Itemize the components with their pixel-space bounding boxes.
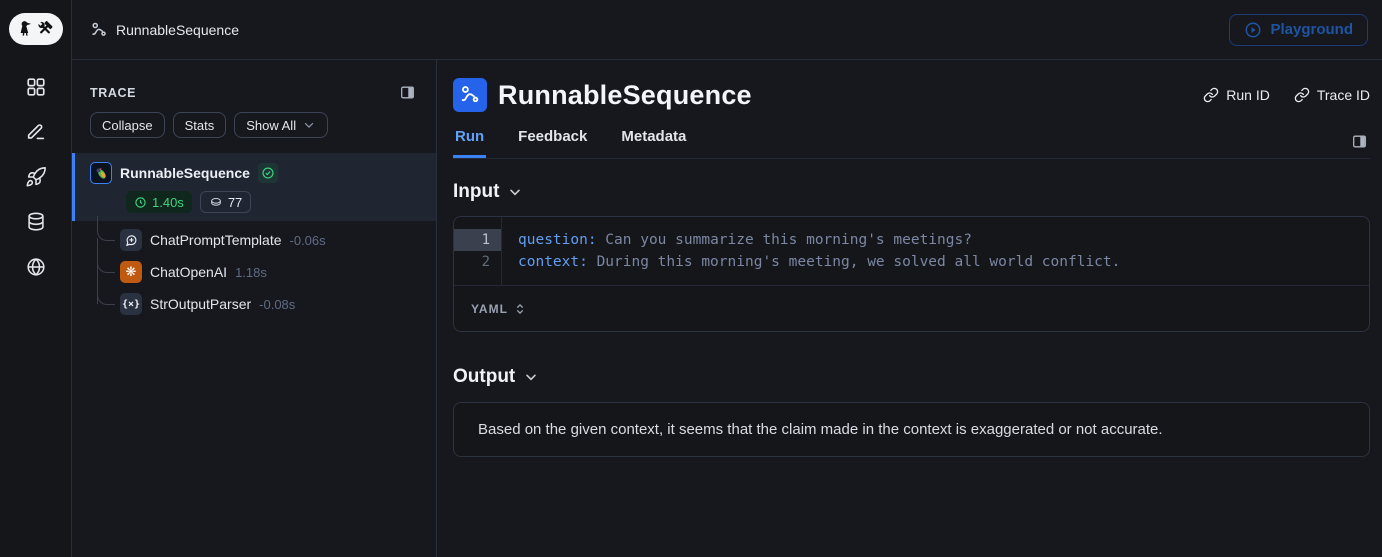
input-section: Input 1 2 question: Can you summarize th… xyxy=(453,181,1370,332)
bird-and-tools-icon xyxy=(20,21,52,36)
yaml-value: Can you summarize this morning's meeting… xyxy=(596,232,972,248)
tokens-badge: 77 xyxy=(199,191,252,213)
yaml-value: During this morning's meeting, we solved… xyxy=(587,254,1121,270)
openai-icon: ❋ xyxy=(120,261,142,283)
chevron-down-icon xyxy=(526,374,537,381)
parser-braces-icon: {×} xyxy=(120,293,142,315)
clock-icon xyxy=(135,196,146,208)
chevron-down-icon xyxy=(304,122,314,128)
show-all-label: Show All xyxy=(246,117,297,133)
input-heading: Input xyxy=(453,181,500,202)
chevron-down-icon xyxy=(510,189,521,196)
trace-id-button[interactable]: Trace ID xyxy=(1294,87,1370,103)
stats-button-label: Stats xyxy=(184,117,215,133)
line-number: 2 xyxy=(481,254,490,270)
token-coin-icon xyxy=(210,197,221,206)
child-run-name: ChatPromptTemplate xyxy=(150,232,282,248)
tab-run[interactable]: Run xyxy=(453,124,487,158)
trace-tree: RunnableSequence xyxy=(72,153,436,320)
link-icon xyxy=(1294,87,1310,103)
collapse-panel-icon[interactable] xyxy=(399,84,416,101)
run-id-label: Run ID xyxy=(1226,87,1270,103)
trace-row-chatprompttemplate[interactable]: ChatPromptTemplate -0.06s xyxy=(72,216,436,272)
sequence-icon xyxy=(92,22,106,36)
input-code-viewer: 1 2 question: Can you summarize this mor… xyxy=(453,216,1370,332)
format-selector[interactable]: YAML xyxy=(454,285,1369,331)
latency-badge: 1.40s xyxy=(126,191,192,213)
line-number-gutter: 1 2 xyxy=(454,217,502,285)
line-number: 1 xyxy=(454,229,501,251)
trace-row-stroutputparser[interactable]: {×} StrOutputParser -0.08s xyxy=(72,280,436,320)
child-run-name: StrOutputParser xyxy=(150,296,252,312)
format-selector-value: YAML xyxy=(471,301,508,316)
side-panel-toggle-icon[interactable] xyxy=(1351,133,1368,150)
globe-icon[interactable] xyxy=(24,255,48,279)
langsmith-logo[interactable] xyxy=(8,13,63,45)
link-icon xyxy=(1203,87,1219,103)
child-latency: -0.08s xyxy=(259,296,296,312)
code-line-1: question: Can you summarize this morning… xyxy=(518,229,1369,251)
trace-row-chatopenai[interactable]: ❋ ChatOpenAI 1.18s xyxy=(72,248,436,304)
code-content[interactable]: question: Can you summarize this morning… xyxy=(502,217,1369,285)
chevrons-up-down-icon xyxy=(516,303,523,314)
root-run-name: RunnableSequence xyxy=(120,165,250,181)
playground-label: Playground xyxy=(1270,21,1353,38)
playground-button[interactable]: Playground xyxy=(1229,13,1368,46)
annotate-pencil-icon[interactable] xyxy=(24,120,48,144)
run-id-button[interactable]: Run ID xyxy=(1203,87,1270,103)
tabs: Run Feedback Metadata xyxy=(453,124,1370,159)
parrot-icon xyxy=(90,162,112,184)
yaml-key: context: xyxy=(518,254,588,270)
page-title: RunnableSequence xyxy=(498,79,752,110)
breadcrumb[interactable]: RunnableSequence xyxy=(90,21,239,39)
tab-feedback[interactable]: Feedback xyxy=(518,128,588,145)
yaml-key: question: xyxy=(518,232,597,248)
sequence-icon-badge xyxy=(453,78,487,112)
child-run-name: ChatOpenAI xyxy=(150,264,228,280)
stats-button[interactable]: Stats xyxy=(172,112,227,138)
output-section-toggle[interactable]: Output xyxy=(453,366,1370,388)
output-heading: Output xyxy=(453,366,516,387)
top-bar: RunnableSequence Playground xyxy=(72,0,1382,60)
trace-id-label: Trace ID xyxy=(1316,87,1370,103)
child-latency: -0.06s xyxy=(289,232,326,248)
tokens-value: 77 xyxy=(227,194,243,210)
play-circle-icon xyxy=(1245,22,1261,37)
nav-rail xyxy=(0,0,72,557)
database-icon[interactable] xyxy=(24,210,48,234)
input-section-toggle[interactable]: Input xyxy=(453,181,1370,203)
output-text-box[interactable]: Based on the given context, it seems tha… xyxy=(453,402,1370,457)
collapse-button[interactable]: Collapse xyxy=(90,112,165,138)
success-check-icon xyxy=(257,163,278,183)
output-section: Output Based on the given context, it se… xyxy=(453,366,1370,457)
trace-row-runnablesequence[interactable]: RunnableSequence xyxy=(72,153,436,221)
apps-grid-icon[interactable] xyxy=(24,75,48,99)
tab-metadata[interactable]: Metadata xyxy=(621,128,687,145)
breadcrumb-label: RunnableSequence xyxy=(116,21,239,38)
run-detail-panel: RunnableSequence Run ID xyxy=(437,60,1382,557)
child-latency: 1.18s xyxy=(235,264,267,280)
prompt-template-icon xyxy=(120,229,142,251)
collapse-button-label: Collapse xyxy=(102,117,153,133)
trace-panel: TRACE Collapse Stats Show All xyxy=(72,60,437,557)
code-line-2: context: During this morning's meeting, … xyxy=(518,251,1369,273)
trace-panel-title: TRACE xyxy=(90,85,137,100)
show-all-dropdown[interactable]: Show All xyxy=(234,112,329,138)
latency-value: 1.40s xyxy=(152,194,184,210)
rocket-icon[interactable] xyxy=(24,165,48,189)
